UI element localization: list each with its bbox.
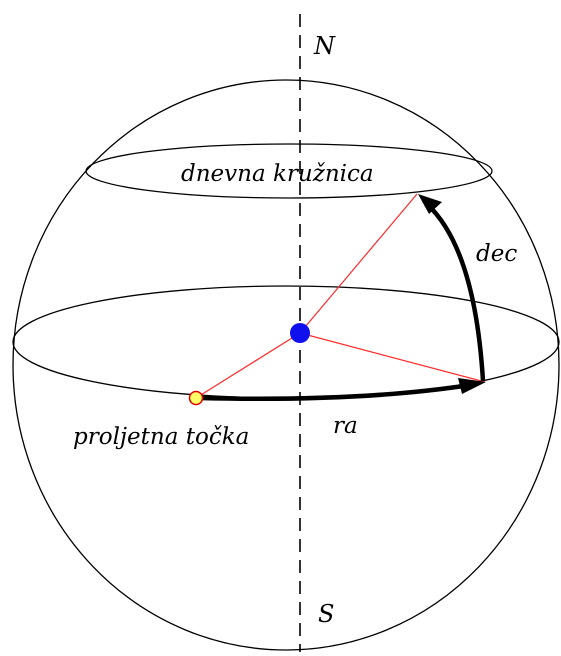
declination-arc bbox=[426, 203, 486, 382]
diurnal-circle-label: dnevna kružnica bbox=[181, 161, 374, 187]
right-ascension-arc bbox=[199, 382, 471, 402]
south-label: S bbox=[318, 600, 334, 628]
radius-to-star bbox=[299, 193, 418, 334]
right-ascension-label: ra bbox=[333, 413, 358, 439]
radius-to-equator-point bbox=[299, 332, 486, 383]
diurnal-circle bbox=[85, 143, 493, 199]
declination-label: dec bbox=[476, 241, 517, 267]
vernal-equinox-point bbox=[188, 390, 204, 406]
declination-arrowhead bbox=[418, 194, 442, 214]
right-ascension-arrowhead bbox=[458, 378, 486, 394]
center-point bbox=[290, 323, 310, 343]
north-label: N bbox=[313, 32, 336, 60]
celestial-sphere bbox=[12, 79, 560, 651]
radius-to-vernal-equinox bbox=[195, 332, 301, 399]
vernal-equinox-label: proljetna točka bbox=[73, 424, 249, 450]
